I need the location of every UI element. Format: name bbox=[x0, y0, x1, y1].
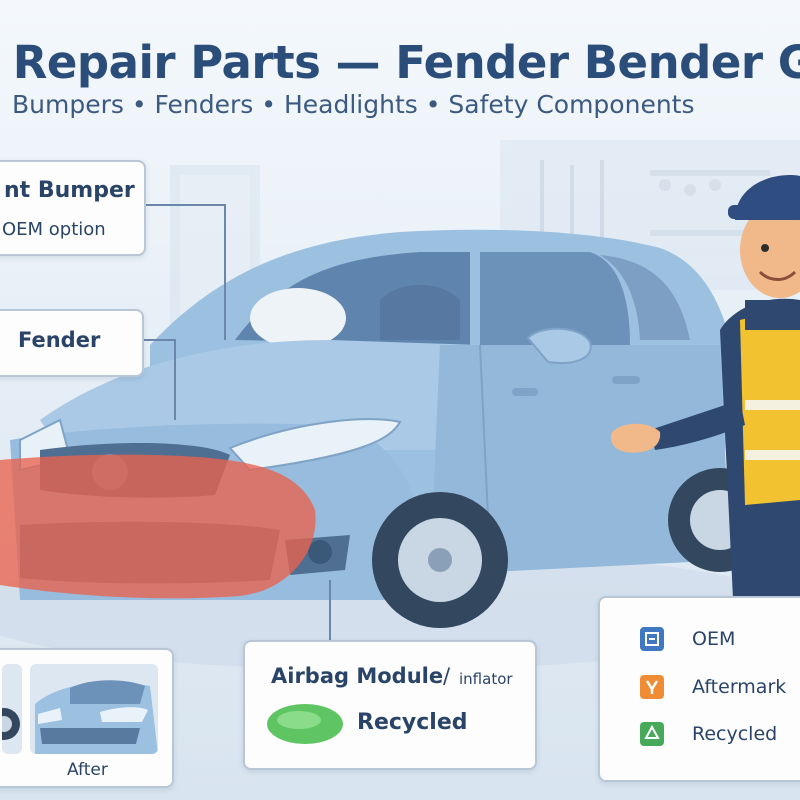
page-subtitle: Bumpers • Fenders • Headlights • Safety … bbox=[12, 90, 695, 119]
before-after-callout: After bbox=[0, 648, 174, 788]
front-bumper-label: nt Bumper bbox=[4, 178, 135, 203]
fender-label: Fender bbox=[18, 328, 101, 352]
before-thumbnail bbox=[2, 664, 22, 754]
legend-aftermarket-label: Aftermark bbox=[692, 676, 787, 698]
front-bumper-callout: nt Bumper OEM option bbox=[0, 160, 146, 256]
oem-icon bbox=[640, 627, 664, 651]
part-type-legend: OEM Aftermark Recycled bbox=[598, 596, 800, 782]
legend-oem-label: OEM bbox=[692, 628, 736, 650]
airbag-tag: Recycled bbox=[357, 710, 468, 735]
airbag-separator: / bbox=[443, 664, 451, 688]
recycled-icon bbox=[640, 722, 664, 746]
after-label: After bbox=[67, 760, 108, 780]
page-title: h Repair Parts — Fender Bender G bbox=[0, 36, 800, 89]
damage-highlight bbox=[0, 454, 316, 599]
airbag-icon bbox=[267, 704, 343, 744]
fender-callout: Fender bbox=[0, 309, 144, 377]
legend-recycled-label: Recycled bbox=[692, 723, 778, 745]
airbag-sublabel: inflator bbox=[459, 670, 513, 688]
airbag-callout: Airbag Module / inflator Recycled bbox=[243, 640, 537, 770]
callout-leaders bbox=[140, 204, 331, 640]
aftermarket-wrench-icon bbox=[640, 675, 664, 699]
front-bumper-note: OEM option bbox=[2, 219, 106, 240]
mechanic bbox=[610, 175, 800, 640]
airbag-label: Airbag Module bbox=[271, 664, 444, 688]
after-thumbnail bbox=[30, 664, 158, 754]
